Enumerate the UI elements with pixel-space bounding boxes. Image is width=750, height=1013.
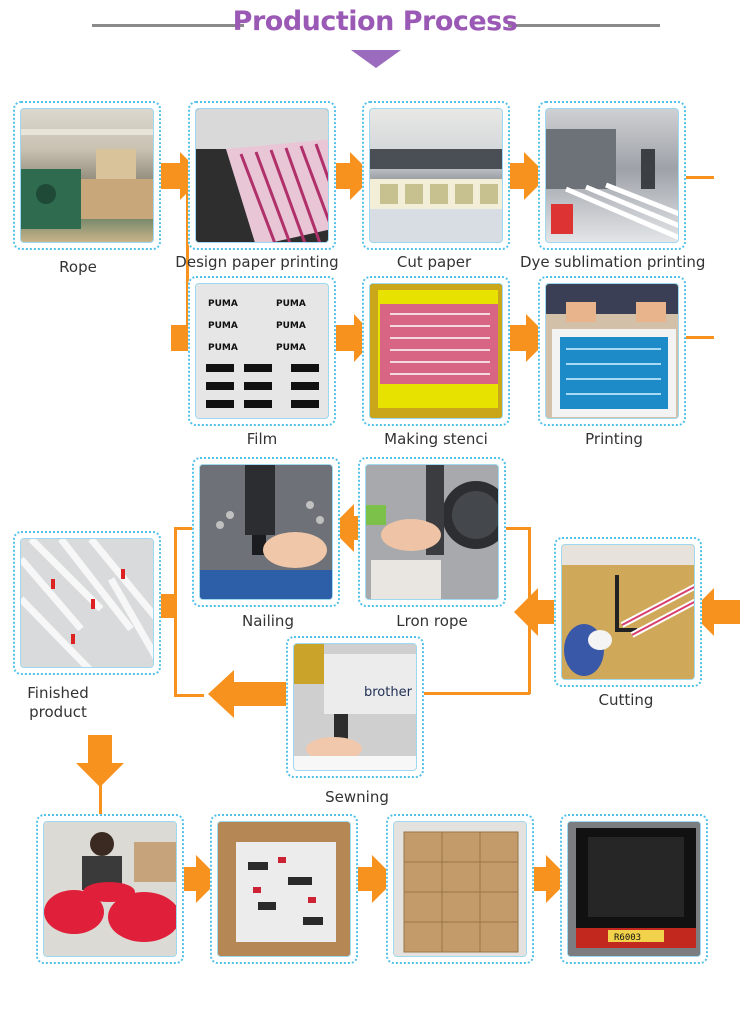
photo-finished-product <box>13 531 161 675</box>
connector-finished-down <box>99 735 102 820</box>
arrow-cutting-to-iron <box>514 588 558 636</box>
label-sewning: Sewning <box>325 788 389 806</box>
screen-printing-icon <box>546 284 678 417</box>
container-truck-icon: R6003 <box>568 822 700 956</box>
stencil-screen-icon <box>370 284 502 418</box>
connector-dye-out <box>682 176 714 179</box>
page-title: Production Process <box>232 6 518 37</box>
photo-packed-box <box>210 814 358 964</box>
photo-design-paper-printing <box>188 101 336 250</box>
svg-text:PUMA: PUMA <box>208 299 238 309</box>
paper-cutter-icon <box>370 149 502 242</box>
label-cutting: Cutting <box>598 691 654 709</box>
sewing-machine-icon: brother <box>294 644 416 770</box>
label-cut-paper: Cut paper <box>396 253 472 271</box>
photo-container-truck: R6003 <box>560 814 708 964</box>
svg-text:PUMA: PUMA <box>208 321 238 331</box>
finished-lanyards-icon <box>21 539 153 667</box>
stacked-boxes-icon <box>394 822 526 956</box>
photo-film: PUMA PUMA PUMA PUMA PUMA PUMA <box>188 276 336 426</box>
photo-nailing <box>192 457 340 607</box>
photo-iron-rope <box>358 457 506 607</box>
title-line-right <box>508 24 660 27</box>
connector-left-v <box>174 527 177 697</box>
sublimation-machine-icon <box>546 129 678 240</box>
label-finished-line2: product <box>29 703 87 721</box>
label-film: Film <box>246 430 278 448</box>
arrow-sewning-to-left <box>208 670 288 718</box>
cutting-machine-icon <box>562 545 694 679</box>
connector-sewning-right-h <box>422 692 530 695</box>
svg-text:R6003: R6003 <box>614 933 641 943</box>
photo-cutting <box>554 537 702 687</box>
packing-worker-icon <box>44 822 176 956</box>
label-rope: Rope <box>59 258 97 276</box>
title-down-arrow-icon <box>351 50 401 68</box>
photo-packing-worker <box>36 814 184 964</box>
photo-cut-paper <box>362 101 510 250</box>
svg-text:brother: brother <box>364 685 413 700</box>
connector-printing-out <box>682 336 714 339</box>
label-finished-product: Finished product <box>20 684 96 722</box>
connector-left-bottom-h <box>174 694 204 697</box>
film-sheet-icon: PUMA PUMA PUMA PUMA PUMA PUMA <box>206 299 319 408</box>
photo-rope <box>13 101 161 250</box>
open-box-icon <box>218 822 350 956</box>
label-finished-line1: Finished <box>27 684 89 702</box>
arrow-finished-down <box>76 735 124 787</box>
svg-text:PUMA: PUMA <box>276 343 306 353</box>
title-line-left <box>92 24 244 27</box>
photo-dye-sublimation <box>538 101 686 250</box>
printer-icon <box>196 109 328 242</box>
label-printing: Printing <box>585 430 643 448</box>
nailing-machine-icon <box>200 465 332 599</box>
photo-printing <box>538 276 686 426</box>
photo-sewning: brother <box>286 636 424 778</box>
label-iron-rope: Lron rope <box>396 612 468 630</box>
svg-text:PUMA: PUMA <box>208 343 238 353</box>
label-design-paper-printing: Design paper printing <box>175 253 339 271</box>
label-making-stencil: Making stenci <box>384 430 488 448</box>
photo-making-stencil <box>362 276 510 426</box>
label-dye-sublimation-printing: Dye sublimation printing <box>520 253 706 271</box>
rope-factory-icon <box>21 129 153 229</box>
svg-text:PUMA: PUMA <box>276 321 306 331</box>
label-nailing: Nailing <box>242 612 294 630</box>
iron-rope-icon <box>366 465 498 599</box>
svg-text:PUMA: PUMA <box>276 299 306 309</box>
connector-iron-right-v <box>528 527 531 694</box>
photo-stacked-boxes <box>386 814 534 964</box>
